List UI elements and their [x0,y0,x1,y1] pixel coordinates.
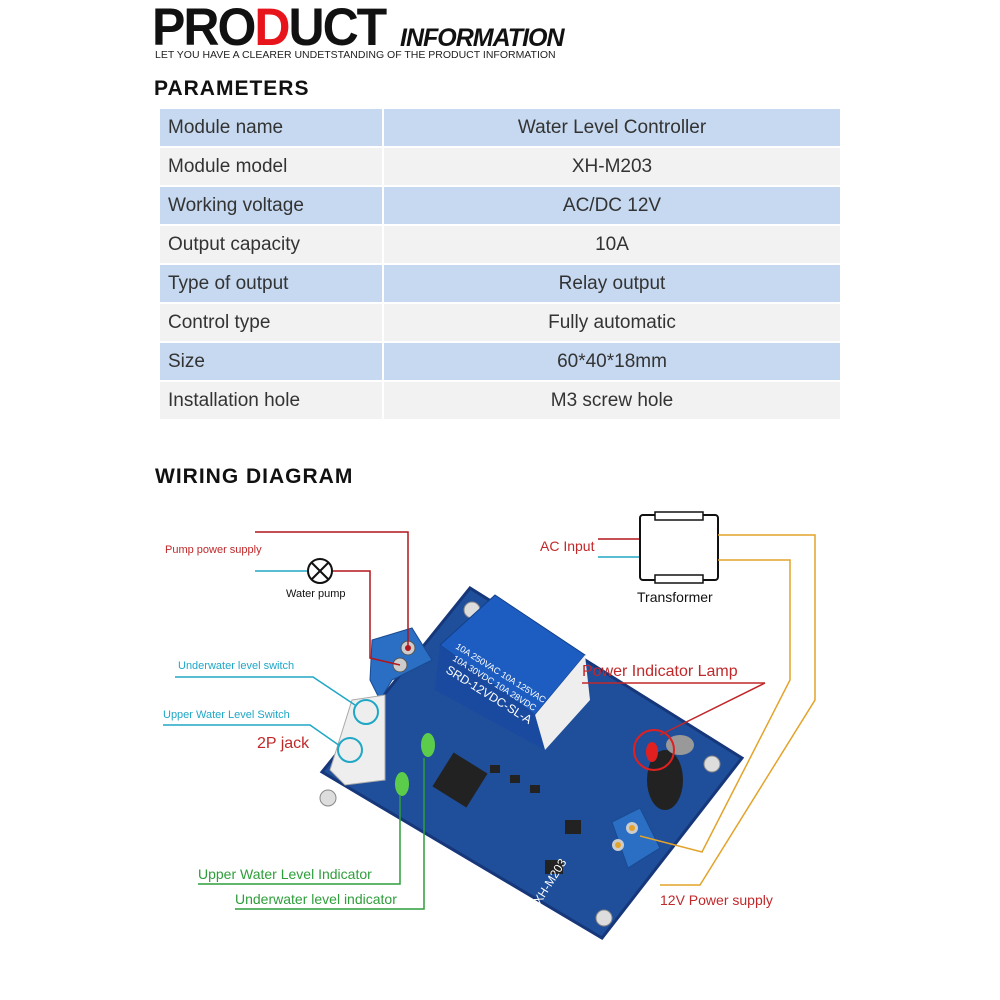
underwater-switch-label: Underwater level switch [178,660,295,672]
ac-wire-1 [660,534,816,886]
relay: 10A 250VAC 10A 125VAC 10A 30VDC 10A 28VD… [435,594,590,750]
parameter-value: 60*40*18mm [382,341,842,382]
ac-wire-2 [639,559,791,853]
title-red-letter: D [254,0,290,57]
ac-input-label: AC Input [540,538,595,554]
parameter-value: XH-M203 [382,146,842,187]
parameter-value: 10A [382,224,842,265]
title-information: INFORMATION [400,24,565,52]
pump-return-wire [332,570,401,666]
power-lamp-label: Power Indicator Lamp [582,663,738,680]
upper-indicator-label: Upper Water Level Indicator [198,866,372,882]
12v-power-supply-label: 12V Power supply [660,892,773,908]
parameter-value: AC/DC 12V [382,185,842,226]
upper-indicator-led [395,772,409,796]
pump-power-supply-label: Pump power supply [165,544,262,556]
title-part: PRO [152,0,256,57]
parameter-name: Working voltage [158,185,384,226]
parameter-value: Water Level Controller [382,107,842,148]
title-part: UCT [288,0,387,57]
underwater-switch-pointer [175,676,356,706]
parameter-name: Output capacity [158,224,384,265]
parameter-name: Module model [158,146,384,187]
parameter-value: Fully automatic [382,302,842,343]
parameter-name: Module name [158,107,384,148]
parameter-name: Type of output [158,263,384,304]
2p-jack-label: 2P jack [257,735,310,752]
upper-indicator-pointer [198,795,401,885]
parameter-value: M3 screw hole [382,380,842,421]
title-product: PRODUCT [152,0,387,57]
parameter-name: Control type [158,302,384,343]
upper-switch-pointer [163,724,341,747]
parameter-value: Relay output [382,263,842,304]
wiring-heading: WIRING DIAGRAM [155,465,354,488]
water-pump-icon [307,558,333,584]
parameters-heading: PARAMETERS [154,77,310,100]
underwater-indicator-led [421,733,435,757]
power-lamp-highlight [633,729,675,771]
transformer-icon [639,511,719,584]
water-pump-label: Water pump [286,588,346,600]
transformer-label: Transformer [637,589,713,605]
power-lamp-led [646,742,658,762]
subtitle: LET YOU HAVE A CLEARER UNDETSTANDING OF … [155,49,556,61]
underwater-indicator-label: Underwater level indicator [235,891,397,907]
pump-power-wire [255,531,409,648]
underwater-indicator-pointer [235,758,425,910]
parameter-name: Installation hole [158,380,384,421]
parameter-name: Size [158,341,384,382]
upper-switch-label: Upper Water Level Switch [163,709,290,721]
